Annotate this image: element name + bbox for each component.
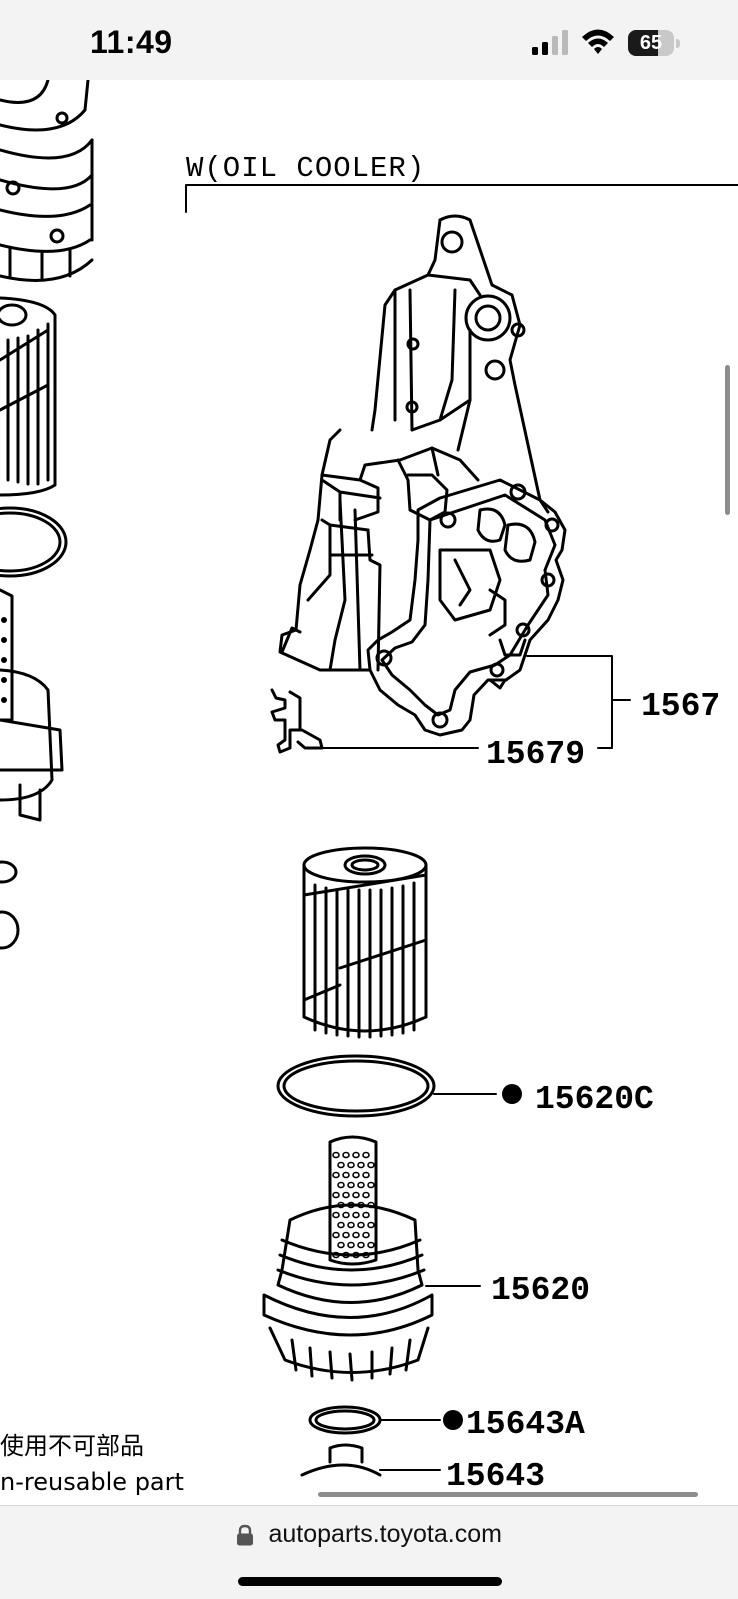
perforation-hole: [337, 1221, 345, 1229]
clip-drawing: [270, 688, 324, 754]
perforation-hole: [332, 1151, 340, 1159]
left-partial-diagram: [0, 80, 94, 950]
perforation-hole: [352, 1191, 360, 1199]
perforation-hole: [342, 1231, 350, 1239]
perforation-hole: [362, 1171, 370, 1179]
non-reusable-marker: [502, 1084, 522, 1104]
perforation-hole: [342, 1191, 350, 1199]
home-indicator[interactable]: [238, 1577, 502, 1586]
legend-text-english: n-reusable part: [0, 1468, 184, 1496]
perforation-hole: [342, 1171, 350, 1179]
perforation-hole: [362, 1211, 370, 1219]
part-label-cap[interactable]: 15620: [491, 1272, 590, 1309]
part-label-plug[interactable]: 15643: [446, 1458, 545, 1495]
perforation-hole: [357, 1161, 365, 1169]
perforation-hole: [332, 1231, 340, 1239]
vertical-scrollbar[interactable]: [725, 365, 730, 515]
perforation-hole: [337, 1181, 345, 1189]
perforation-hole: [347, 1201, 355, 1209]
perforation-hole: [352, 1171, 360, 1179]
perforation-hole: [357, 1241, 365, 1249]
url-text: autoparts.toyota.com: [268, 1520, 502, 1548]
status-bar: 11:49 65: [0, 0, 738, 80]
perforation-hole: [332, 1211, 340, 1219]
battery-icon: 65: [628, 30, 680, 58]
lock-icon: [237, 1524, 254, 1545]
perforation-hole: [352, 1211, 360, 1219]
battery-level: 65: [639, 32, 663, 54]
o-ring-drawing: [308, 1405, 382, 1435]
perforation-hole: [367, 1161, 375, 1169]
perforation-hole: [362, 1191, 370, 1199]
perforation-hole: [337, 1161, 345, 1169]
browser-address-bar[interactable]: autoparts.toyota.com: [0, 1505, 738, 1599]
perforation-hole: [367, 1221, 375, 1229]
parts-diagram[interactable]: W(OIL COOLER) 1567 15679 15620C 15620 15…: [0, 80, 738, 1505]
perforation-hole: [347, 1221, 355, 1229]
perforation-hole: [347, 1181, 355, 1189]
status-time: 11:49: [90, 24, 173, 60]
perforation-hole: [357, 1221, 365, 1229]
perforation-hole: [357, 1201, 365, 1209]
perforation-hole: [347, 1241, 355, 1249]
perforation-hole: [332, 1171, 340, 1179]
perforation-hole: [347, 1161, 355, 1169]
perforation-hole: [362, 1231, 370, 1239]
horizontal-scrollbar[interactable]: [318, 1492, 698, 1497]
perforation-hole: [342, 1151, 350, 1159]
drain-plug-drawing: [300, 1443, 382, 1477]
section-title: W(OIL COOLER): [186, 152, 425, 185]
perforation-hole: [362, 1151, 370, 1159]
perforation-hole: [367, 1241, 375, 1249]
part-label-o-ring[interactable]: 15643A: [466, 1406, 585, 1443]
perforation-hole: [337, 1201, 345, 1209]
part-label-clip[interactable]: 15679: [486, 736, 585, 773]
part-label-housing[interactable]: 1567: [641, 688, 720, 725]
perforation-hole: [367, 1201, 375, 1209]
oil-filter-element-drawing: [302, 846, 428, 1039]
perforation-hole: [337, 1241, 345, 1249]
perforation-hole: [332, 1191, 340, 1199]
perforation-hole: [357, 1181, 365, 1189]
url-display[interactable]: autoparts.toyota.com: [0, 1520, 738, 1554]
legend-text-japanese: 使用不可部品: [0, 1432, 144, 1460]
oil-filter-cap-drawing: [262, 1135, 434, 1382]
perforation-hole: [342, 1211, 350, 1219]
perforation-hole: [352, 1151, 360, 1159]
perforation-hole: [367, 1181, 375, 1189]
wifi-icon: [582, 29, 614, 54]
perforation-hole: [332, 1251, 340, 1259]
perforation-hole: [352, 1251, 360, 1259]
non-reusable-marker: [443, 1410, 463, 1430]
parts-diagram-drawing: W(OIL COOLER) 1567 15679 15620C 15620 15…: [0, 80, 738, 1496]
perforation-hole: [352, 1231, 360, 1239]
oil-cooler-housing-drawing: [278, 214, 567, 737]
perforations-drawing: [332, 1151, 375, 1259]
perforation-hole: [362, 1251, 370, 1259]
cellular-signal-icon: [532, 30, 568, 55]
part-label-gasket[interactable]: 15620C: [535, 1081, 654, 1118]
gasket-drawing: [276, 1054, 436, 1118]
perforation-hole: [342, 1251, 350, 1259]
